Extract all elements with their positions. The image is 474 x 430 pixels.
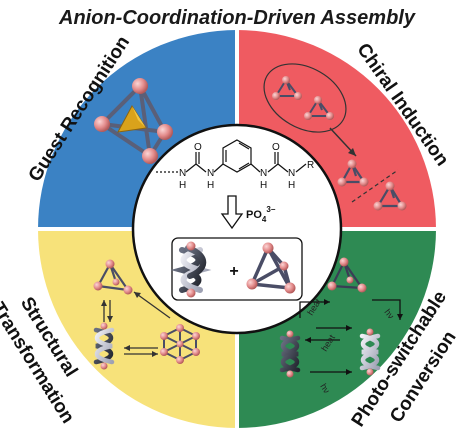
product-tetrahedron [246,242,296,294]
anion-label: PO43− [246,205,276,224]
atom-h-4: H [288,180,295,191]
atom-n-4: N [288,168,295,179]
guest-cage-graphic [94,78,173,164]
atom-o-right: O [272,142,280,153]
ligand-atom-labels: O O N N N N H H H H R [179,142,314,191]
ligand-structure [154,139,307,173]
photo-switchable-graphic: heat hν heat hν [279,257,403,396]
atom-o-left: O [194,142,202,153]
structural-transformation-graphic [93,259,200,370]
atom-h-2: H [179,180,186,191]
atom-n-1: N [207,168,214,179]
product-helicate [170,241,212,298]
figure-title: Anion-Coordination-Driven Assembly [58,7,416,29]
assembly-arrow [220,195,244,230]
chiral-induction-graphic [263,63,407,211]
products-plus: + [229,263,238,280]
atom-n-3: N [260,168,267,179]
atom-h-1: H [207,180,214,191]
atom-h-3: H [260,180,267,191]
atom-n-2: N [179,168,186,179]
atom-r: R [307,160,314,171]
